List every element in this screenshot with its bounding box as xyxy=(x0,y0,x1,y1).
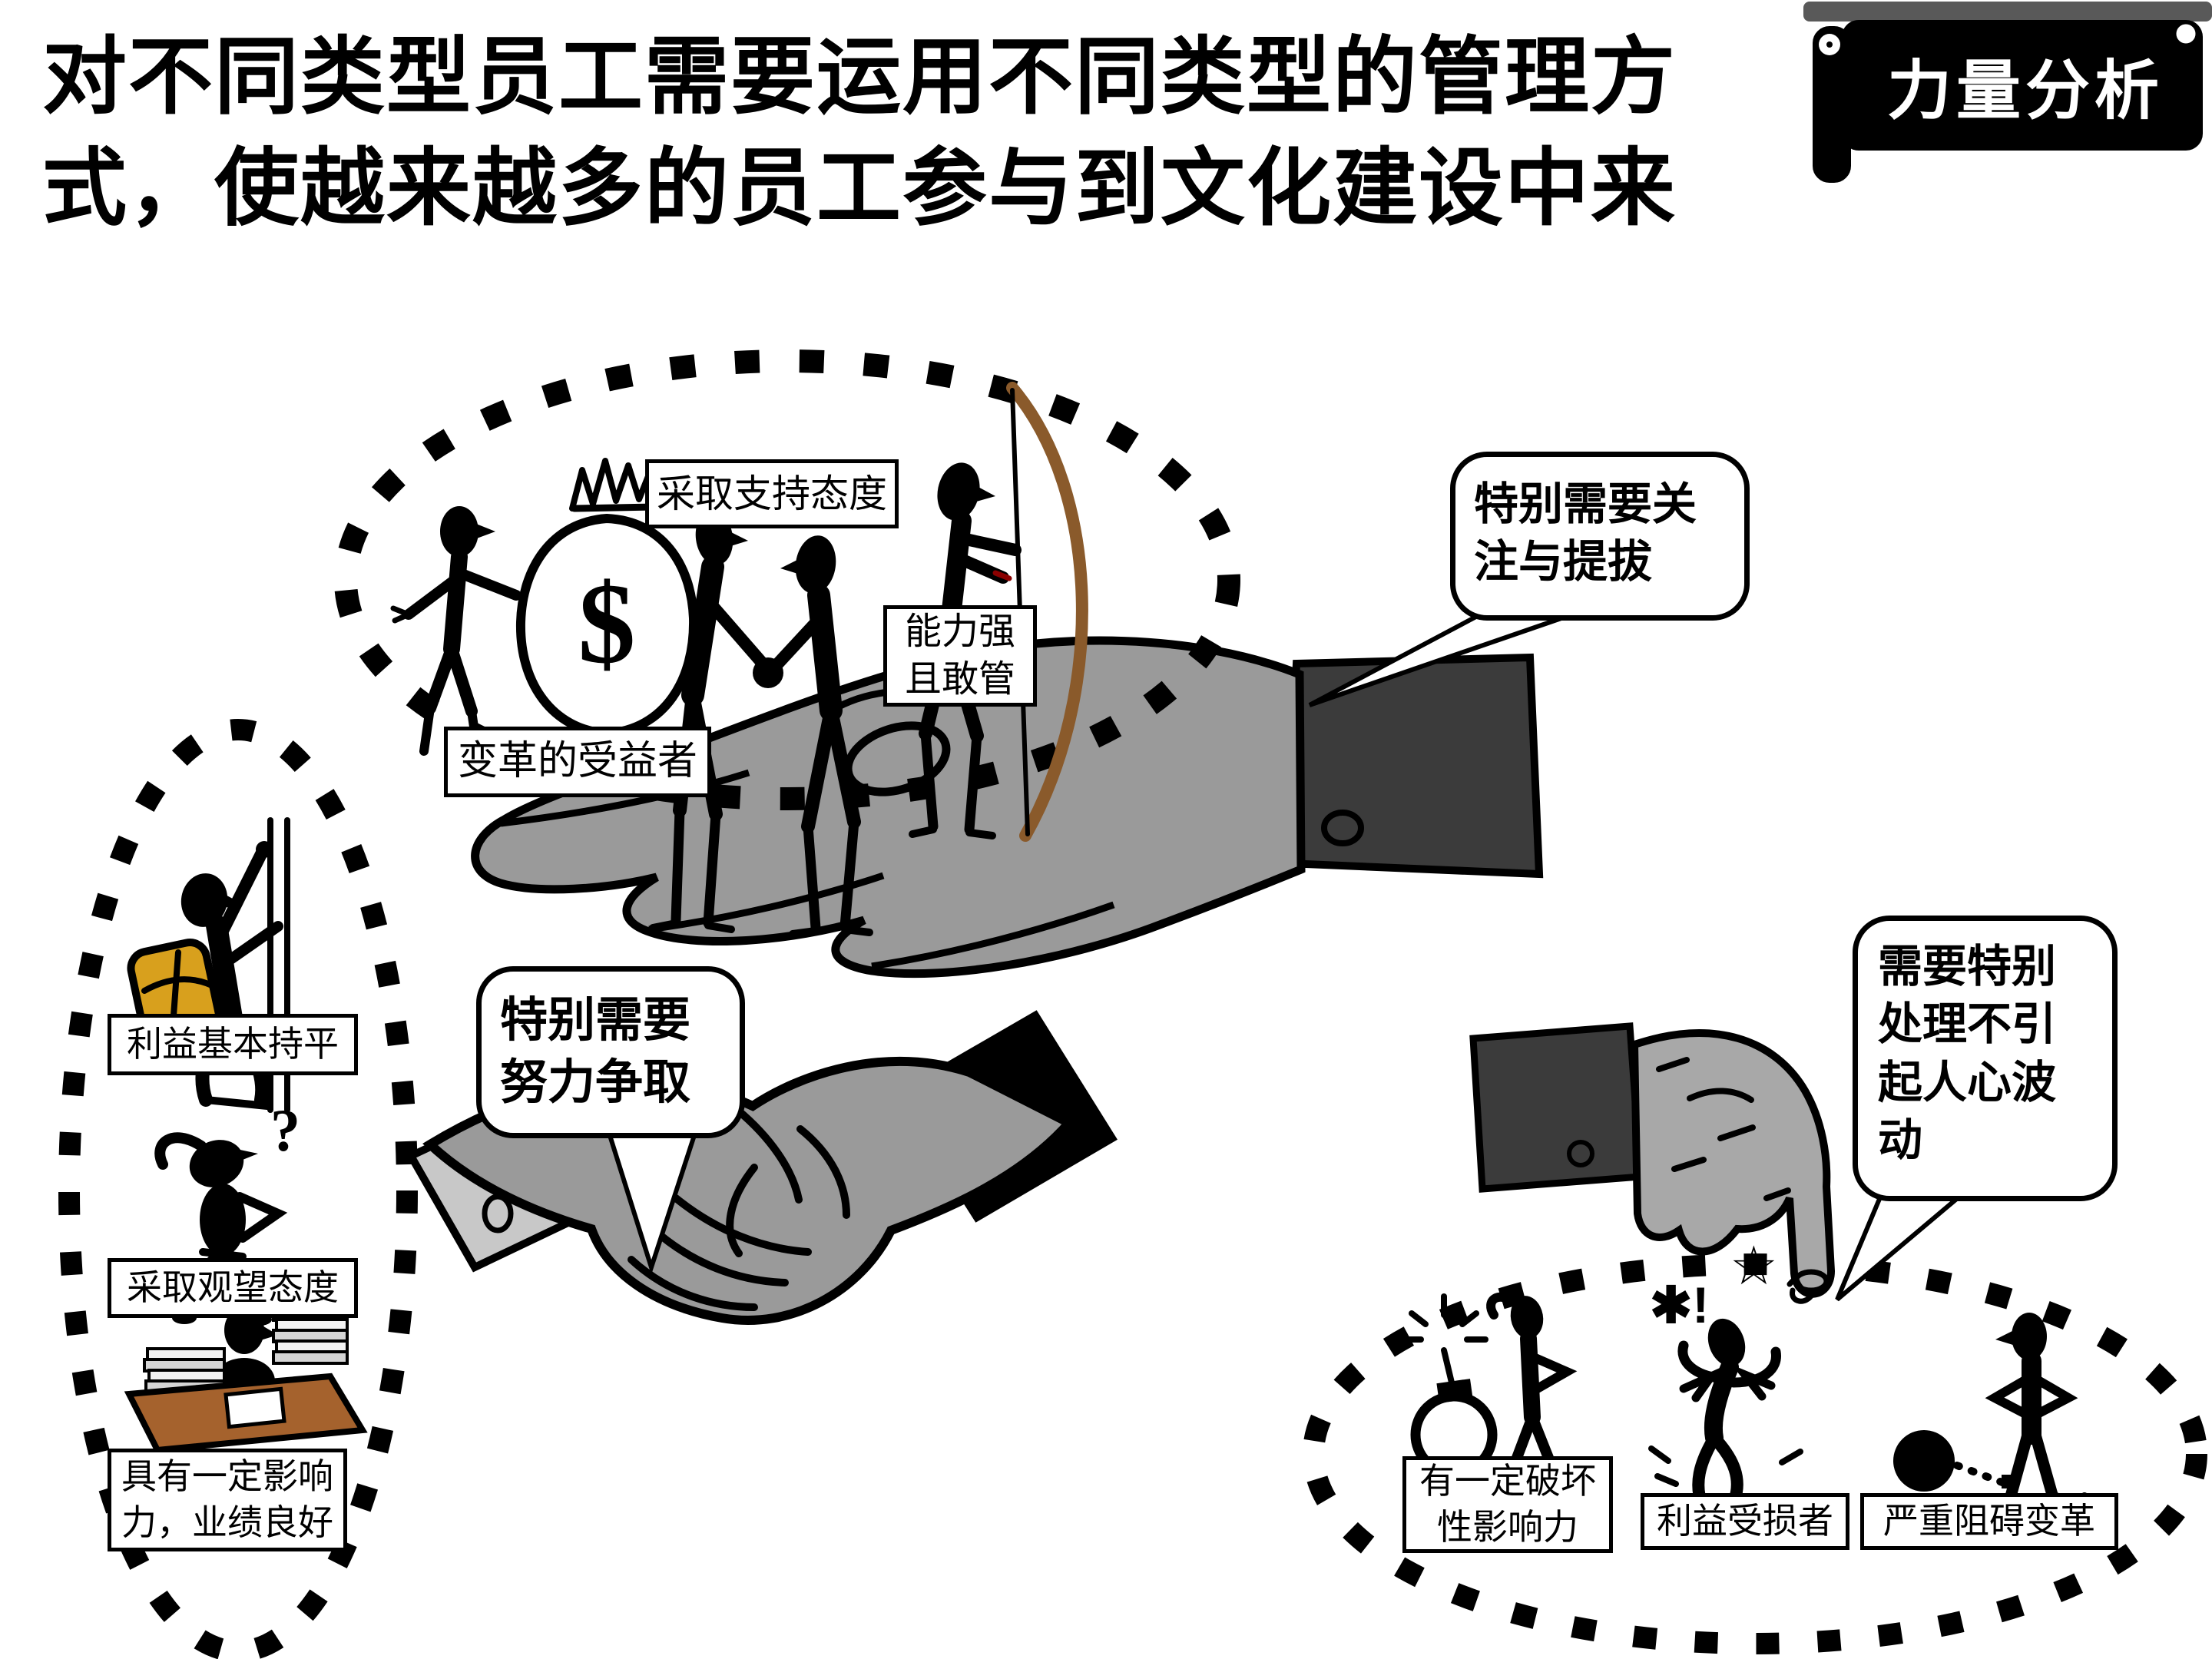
label-influence-performance: 具有一定影响力，业绩良好 xyxy=(108,1449,347,1551)
label-destructive: 有一定破坏性影响力 xyxy=(1402,1456,1613,1553)
slide-title: 对不同类型员工需要运用不同类型的管理方 式，使越来越多的员工参与到文化建设中来 xyxy=(42,22,1809,244)
resisters-bubble-tail xyxy=(1835,1182,1981,1302)
label-capable: 能力强且敢管 xyxy=(883,605,1037,707)
bubble-resisters: 需要特别处理不引起人心波动 xyxy=(1853,916,2118,1201)
stress-star: ☆ xyxy=(1730,1236,1778,1296)
dollar-sign: $ xyxy=(578,560,636,687)
stressed-figure-icon: ✱! ☆ xyxy=(1648,1236,1817,1512)
slide-title-line2: 式，使越来越多的员工参与到文化建设中来 xyxy=(42,141,1677,237)
stress-marks: ✱! xyxy=(1650,1277,1709,1333)
banner-label: 力量分析 xyxy=(1886,55,2164,127)
banner-scroll-icon xyxy=(1803,2,2212,183)
label-interests-damaged: 利益受损者 xyxy=(1641,1493,1849,1550)
resisters-dashed-ellipse xyxy=(1303,1253,2207,1654)
slide-title-line1: 对不同类型员工需要运用不同类型的管理方 xyxy=(42,30,1677,124)
ball-chain-figure-icon xyxy=(1893,1313,2088,1505)
supporters-dashed-ellipse xyxy=(334,349,1240,810)
bubble-supporters: 特别需要关注与提拔 xyxy=(1450,452,1750,621)
question-mark: ? xyxy=(270,1097,300,1164)
label-wait-and-see: 采取观望态度 xyxy=(108,1258,358,1318)
label-support-attitude: 采取支持态度 xyxy=(645,459,899,528)
label-beneficiary: 变革的受益者 xyxy=(444,727,711,797)
label-interests-balanced: 利益基本持平 xyxy=(108,1014,358,1075)
pointing-hand-icon xyxy=(1469,1022,1836,1298)
fence-sitters-dashed-ellipse xyxy=(58,719,418,1659)
bomb-figure-icon xyxy=(1399,1292,1578,1479)
bubble-fence-sitters: 特别需要努力争取 xyxy=(476,966,745,1138)
archer-figure-icon xyxy=(909,382,1088,842)
label-hinder-change: 严重阻碍变革 xyxy=(1860,1493,2118,1550)
